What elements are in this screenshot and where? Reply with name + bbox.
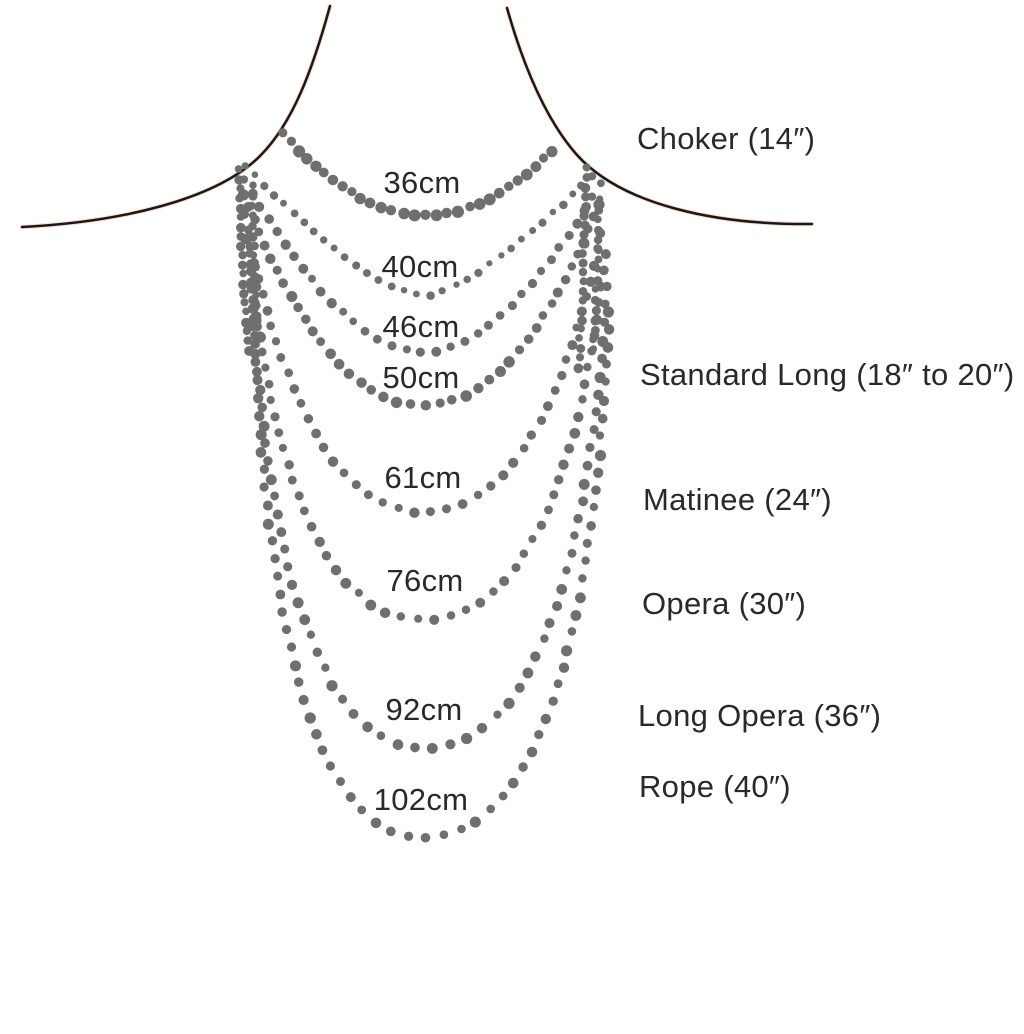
necklace-strand-36cm-dots	[278, 128, 558, 222]
length-label-50cm: 50cm	[382, 360, 460, 395]
length-label-61cm: 61cm	[384, 460, 462, 495]
length-label-102cm: 102cm	[373, 782, 469, 817]
bead-bundle-right-dots	[573, 163, 592, 374]
length-label-92cm: 92cm	[385, 692, 463, 727]
style-label-choker: Choker (14″)	[637, 121, 816, 156]
bead-bundle-left-inner-dots	[247, 181, 264, 339]
neck-outline-right	[505, 6, 814, 226]
length-label-46cm: 46cm	[382, 309, 460, 344]
style-label-matinee: Matinee (24″)	[643, 482, 832, 517]
neck-outline-right-halo	[504, 5, 815, 227]
style-label-rope: Rope (40″)	[639, 769, 791, 804]
neck-outline-left	[20, 4, 332, 229]
necklace-strand-50cm-dots	[237, 189, 605, 411]
length-label-40cm: 40cm	[381, 249, 459, 284]
style-label-opera: Opera (30″)	[642, 586, 807, 621]
length-label-76cm: 76cm	[386, 563, 464, 598]
necklace-strand-102cm-dots	[246, 284, 615, 843]
bead-bundle-right-inner-dots	[589, 195, 604, 353]
bead-bundle-left-dots	[234, 165, 254, 356]
neck-outline	[19, 3, 815, 230]
necklace-strand-61cm-dots	[239, 209, 606, 518]
style-label-long-opera: Long Opera (36″)	[638, 698, 882, 733]
style-label-standard-long: Standard Long (18″ to 20″)	[640, 357, 1015, 392]
neck-outline-left-halo	[19, 3, 333, 230]
length-label-36cm: 36cm	[383, 165, 461, 200]
necklace-strand-40cm-dots	[241, 162, 597, 300]
